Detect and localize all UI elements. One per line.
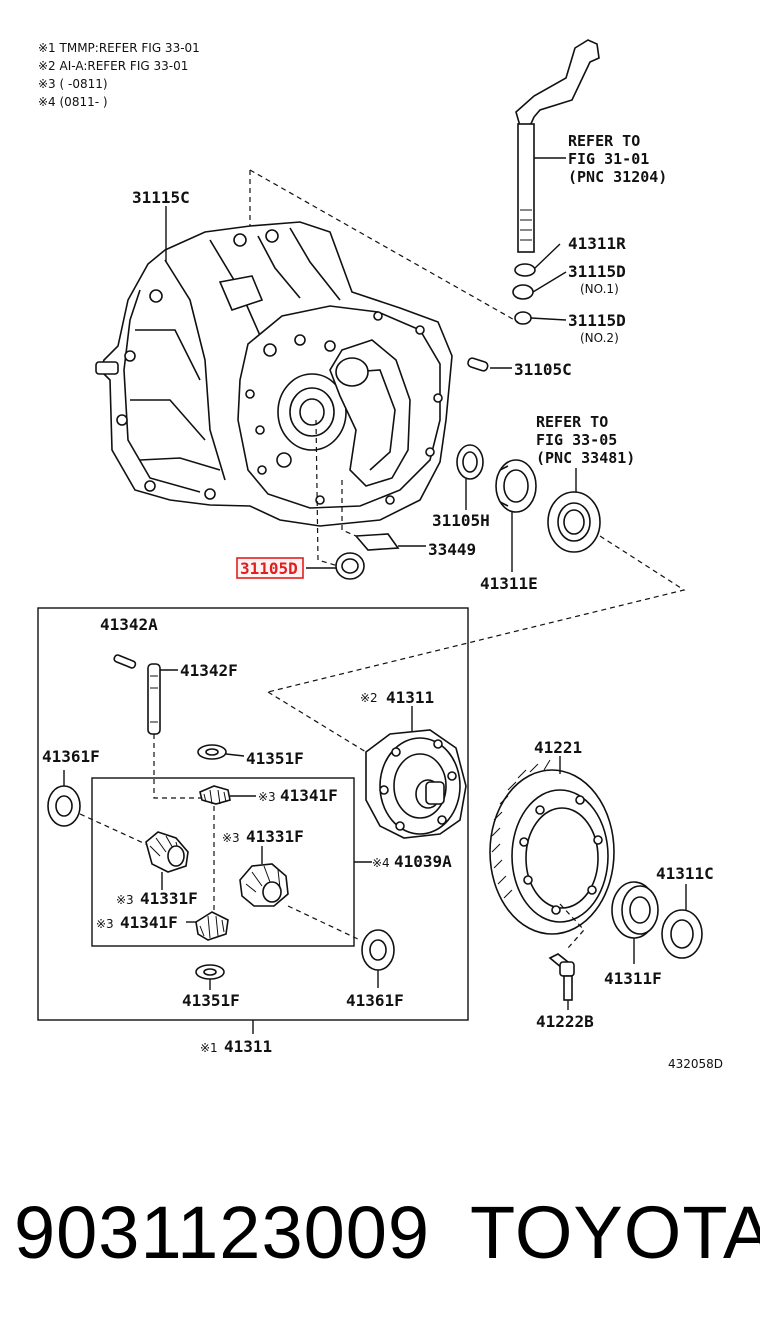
bolt-41222B: [548, 953, 575, 1010]
label-41311-bottom: 41311: [224, 1037, 272, 1056]
mark-41331F-right: ※3: [222, 831, 240, 845]
ring-gear-41221: [489, 756, 615, 935]
ref-shift-line-1: REFER TO: [568, 132, 640, 150]
magnet-33449: [354, 533, 426, 551]
side-gear-41331F-left: [145, 831, 189, 890]
washer-41351F-bottom: [195, 964, 225, 990]
ref-shift-line-2: FIG 31-01: [568, 150, 649, 168]
bearing-41311E: [495, 459, 537, 572]
ref-bearing-text: REFER TO FIG 33-05 (PNC 33481): [536, 413, 635, 467]
label-no2: (NO.2): [580, 331, 619, 345]
label-41311R: 41311R: [568, 234, 626, 253]
label-41222B: 41222B: [536, 1012, 594, 1031]
label-41311C: 41311C: [656, 864, 714, 883]
label-41342A: 41342A: [100, 615, 158, 634]
label-31105D-highlighted[interactable]: 31105D: [240, 559, 298, 578]
label-31115C: 31115C: [132, 188, 190, 207]
bearing-outer-race: [547, 491, 601, 553]
washer-41361F-left: [47, 770, 81, 827]
washer-41351F-top: [197, 744, 245, 760]
shaft-rings: [512, 243, 567, 325]
pinion-41341F-top: [199, 785, 256, 805]
label-41361F-right: 41361F: [346, 991, 404, 1010]
label-41342F: 41342F: [180, 661, 238, 680]
washer-41311C: [661, 884, 703, 959]
shaft-41342F: [147, 663, 178, 735]
label-41331F-right: 41331F: [246, 827, 304, 846]
label-41341F-bottom: 41341F: [120, 913, 178, 932]
ref-bearing-line-2: FIG 33-05: [536, 431, 617, 449]
shift-lever-drawing: [515, 39, 600, 253]
note-2: ※2 AI-A:REFER FIG 33-01: [38, 59, 188, 73]
oil-seal-31105H: [456, 444, 484, 510]
label-41351F-top: 41351F: [246, 749, 304, 768]
label-41311F: 41311F: [604, 969, 662, 988]
note-4: ※4 (0811- ): [38, 95, 108, 109]
drawing-id: 432058D: [668, 1057, 723, 1071]
ref-shift-text: REFER TO FIG 31-01 (PNC 31204): [568, 132, 667, 186]
label-41341F-top: 41341F: [280, 786, 338, 805]
label-41311-top: 41311: [386, 688, 434, 707]
mark-41341F-bottom: ※3: [96, 917, 114, 931]
label-41331F-left: 41331F: [140, 889, 198, 908]
label-41351F-bottom: 41351F: [182, 991, 240, 1010]
ref-shift-line-3: (PNC 31204): [568, 168, 667, 186]
footer-part-number: 9031123009: [14, 1191, 431, 1274]
label-41039A: 41039A: [394, 852, 452, 871]
mark-41331F-left: ※3: [116, 893, 134, 907]
footnotes: ※1 TMMP:REFER FIG 33-01 ※2 AI-A:REFER FI…: [38, 41, 200, 109]
oil-seal-31105D: [306, 552, 365, 580]
label-31105H: 31105H: [432, 511, 490, 530]
pin-41342A: [113, 654, 137, 669]
mark-41311-top: ※2: [360, 691, 378, 705]
side-gear-41331F-right: [239, 846, 289, 907]
differential-case-41311: [365, 706, 467, 839]
highlight-box[interactable]: [236, 557, 304, 579]
note-3: ※3 ( -0811): [38, 77, 108, 91]
note-1: ※1 TMMP:REFER FIG 33-01: [38, 41, 200, 55]
footer-brand: TOYOTA: [470, 1191, 760, 1274]
label-41311E: 41311E: [480, 574, 538, 593]
label-31115D-1: 31115D: [568, 262, 626, 281]
label-41221: 41221: [534, 738, 582, 757]
pinion-41341F-bottom: [186, 911, 229, 941]
bearing-41311F: [611, 881, 659, 964]
label-31115D-2: 31115D: [568, 311, 626, 330]
ref-bearing-line-3: (PNC 33481): [536, 449, 635, 467]
label-no1: (NO.1): [580, 282, 619, 296]
washer-41361F-right: [361, 929, 395, 988]
label-33449: 33449: [428, 540, 476, 559]
mark-41039A: ※4: [372, 856, 390, 870]
transmission-case-drawing: [95, 221, 453, 527]
label-31105C: 31105C: [514, 360, 572, 379]
ref-bearing-line-1: REFER TO: [536, 413, 608, 431]
plug-31105C: [467, 357, 512, 372]
mark-41311-bottom: ※1: [200, 1041, 218, 1055]
label-41361F-left: 41361F: [42, 747, 100, 766]
mark-41341F-top: ※3: [258, 790, 276, 804]
